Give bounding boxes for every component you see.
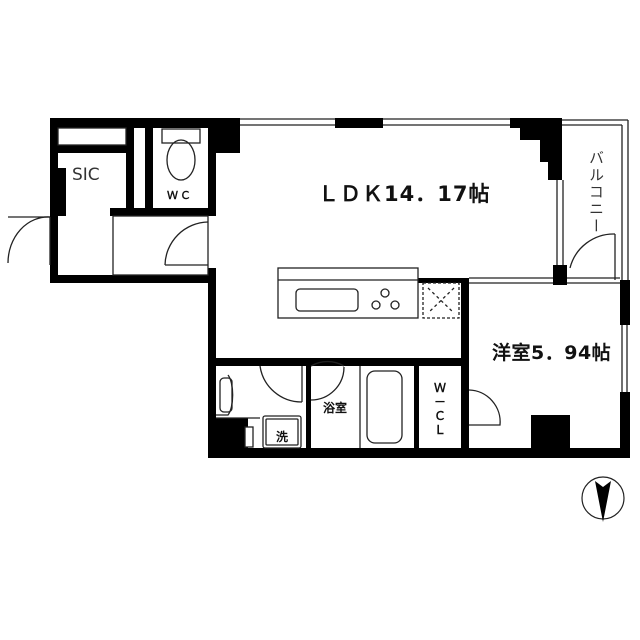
room-label-washer: 洗 bbox=[276, 430, 289, 444]
room-label-balcony: バルコニー bbox=[587, 150, 605, 235]
room-label-ldk: ＬＤＫ14．17帖 bbox=[318, 182, 491, 206]
room-label-sic: SIC bbox=[72, 165, 100, 185]
room-label-walk-in-closet: Ｗ－ＣＬ bbox=[434, 381, 447, 437]
north-arrow-icon bbox=[581, 476, 625, 522]
walls bbox=[50, 118, 630, 458]
room-label-wc: ＷＣ bbox=[167, 189, 193, 202]
thin-lines bbox=[7, 118, 629, 449]
room-label-bathroom: 浴室 bbox=[323, 401, 348, 415]
room-label-western-room: 洋室5．94帖 bbox=[492, 342, 612, 364]
